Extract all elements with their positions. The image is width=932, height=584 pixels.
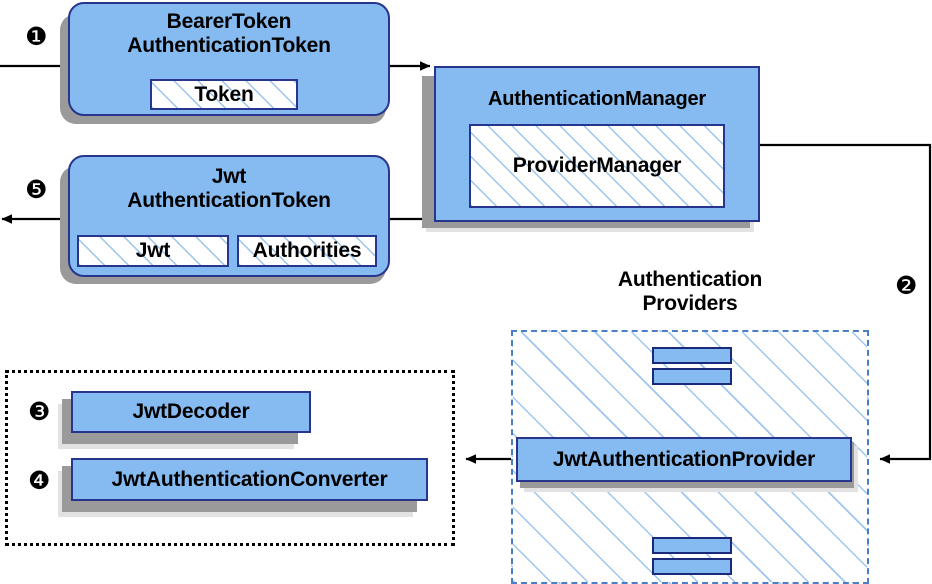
jwt-value-label: Jwt: [135, 239, 171, 262]
support-components-region: [5, 370, 455, 546]
authorities-label: Authorities: [252, 239, 362, 262]
provider-stub-top-2: [652, 368, 732, 385]
provider-manager-label: ProviderManager: [512, 154, 682, 177]
authentication-providers-label-line1: Authentication: [617, 268, 763, 291]
jwt-decoder-box[interactable]: JwtDecoder: [71, 391, 311, 433]
authorities-box: Authorities: [237, 235, 377, 267]
jwt-authentication-provider-label: JwtAuthenticationProvider: [552, 447, 816, 471]
jwt-token-title: Jwt AuthenticationToken: [127, 165, 331, 213]
provider-stub-bottom-2: [652, 558, 732, 575]
authentication-providers-label: Authentication Providers: [511, 268, 869, 315]
bearer-token-title: BearerToken AuthenticationToken: [127, 10, 331, 58]
jwt-authentication-converter-box[interactable]: JwtAuthenticationConverter: [71, 458, 428, 501]
step-badge-4: ❹: [28, 466, 51, 495]
provider-stub-bottom-1: [652, 537, 732, 554]
jwt-authentication-provider-box[interactable]: JwtAuthenticationProvider: [516, 437, 852, 482]
step-badge-5: ❺: [25, 175, 48, 204]
jwt-value-box: Jwt: [77, 235, 229, 267]
jwt-decoder-label: JwtDecoder: [132, 400, 250, 424]
jwt-authentication-converter-label: JwtAuthenticationConverter: [111, 467, 388, 491]
provider-manager-box: ProviderManager: [469, 124, 725, 208]
token-label: Token: [194, 82, 254, 106]
step-badge-1: ❶: [25, 22, 48, 51]
jwt-token-title-line1: Jwt: [211, 165, 247, 188]
token-box: Token: [150, 79, 298, 110]
bearer-token-title-line2: AuthenticationToken: [127, 33, 331, 57]
authentication-manager-title: AuthenticationManager: [487, 88, 707, 110]
authentication-providers-label-line2: Providers: [642, 291, 738, 315]
bearer-token-title-line1: BearerToken: [166, 10, 292, 33]
jwt-token-title-line2: AuthenticationToken: [127, 188, 331, 212]
step-badge-3: ❸: [28, 397, 51, 426]
provider-stub-top-1: [652, 347, 732, 364]
step-badge-2: ❷: [895, 271, 918, 300]
